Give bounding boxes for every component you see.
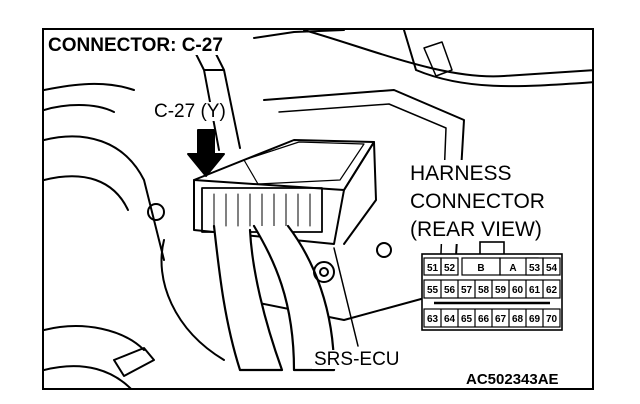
pin-57: 57 [461, 285, 473, 296]
pin-b: B [477, 263, 484, 274]
floor-clip [113, 347, 155, 377]
c27-arrow-icon [187, 129, 225, 177]
diagram-title: CONNECTOR: C-27 [48, 35, 225, 56]
upper-trim [403, 30, 592, 88]
left-pipe [44, 135, 165, 261]
bolt-frame [376, 242, 392, 258]
ecu-top-plate [243, 141, 365, 185]
pin-63: 63 [427, 314, 439, 325]
pinout-grid [423, 257, 561, 328]
pin-70: 70 [546, 314, 558, 325]
pin-61: 61 [529, 285, 541, 296]
pin-68: 68 [512, 314, 524, 325]
bolt-right [313, 261, 335, 283]
bracket-window [423, 41, 453, 77]
pin-a: A [509, 263, 516, 274]
lower-pipe [44, 325, 145, 388]
left-bracket [44, 82, 135, 113]
pin-59: 59 [495, 285, 507, 296]
pin-67: 67 [495, 314, 507, 325]
bolt-left [147, 203, 165, 221]
pin-51: 51 [427, 263, 439, 274]
pin-54: 54 [546, 263, 558, 274]
pin-52: 52 [444, 263, 456, 274]
diagram-frame: CONNECTOR: C-27 C-27 (Y) HARNESS CONNECT… [42, 28, 594, 390]
harness-label-line-3: (REAR VIEW) [410, 218, 542, 241]
pin-60: 60 [512, 285, 524, 296]
ecu-side [343, 141, 377, 245]
pin-66: 66 [478, 314, 490, 325]
pin-64: 64 [444, 314, 456, 325]
pin-56: 56 [444, 285, 456, 296]
connector-ribs [213, 193, 311, 227]
harness-loop [160, 239, 225, 361]
bolt-right-inner [319, 267, 329, 277]
harness-label-line-2: CONNECTOR [410, 190, 545, 213]
pin-65: 65 [461, 314, 473, 325]
harness-connector-label: HARNESS CONNECTOR (REAR VIEW) [410, 160, 545, 244]
component-label: SRS-ECU [312, 349, 402, 370]
harness-label-line-1: HARNESS [410, 162, 512, 185]
pin-62: 62 [546, 285, 558, 296]
pin-53: 53 [529, 263, 541, 274]
pinout-diagram: 51 52 B A 53 54 55 56 57 58 59 60 61 62 … [421, 241, 563, 331]
pin-55: 55 [427, 285, 439, 296]
wire-harness-2 [252, 224, 336, 372]
connector-label: C-27 (Y) [152, 101, 228, 122]
wire-harness [212, 224, 284, 372]
figure-code: AC502343AE [464, 371, 561, 388]
pin-58: 58 [478, 285, 490, 296]
pin-69: 69 [529, 314, 541, 325]
srs-leader-line [333, 247, 359, 347]
